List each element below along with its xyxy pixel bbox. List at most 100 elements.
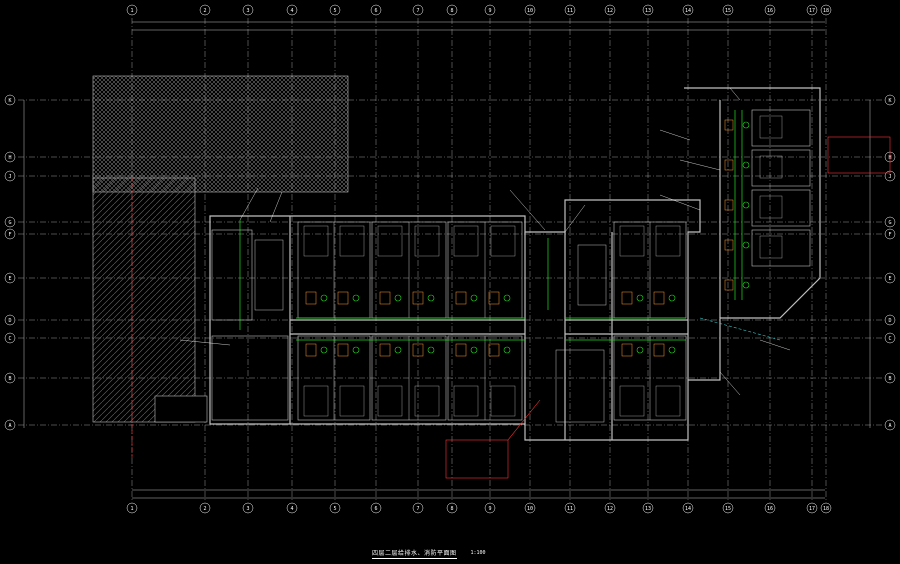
grid-label: 18 xyxy=(823,8,829,14)
grid-bubble xyxy=(446,4,458,16)
grid-bubble xyxy=(329,502,341,514)
room-outline xyxy=(751,229,811,267)
grid-bubble xyxy=(329,4,341,16)
grid-label: 1 xyxy=(130,506,133,512)
fixture-valve xyxy=(470,294,478,302)
grid-label: A xyxy=(8,423,11,429)
grid-label: 8 xyxy=(450,8,453,14)
bed-outline xyxy=(414,385,440,417)
grid-bubble xyxy=(884,94,896,106)
grid-label: 17 xyxy=(809,506,815,512)
grid-bubble xyxy=(642,502,654,514)
fixture-outline xyxy=(724,279,734,291)
grid-bubble xyxy=(446,502,458,514)
fixture-valve xyxy=(668,294,676,302)
fixture-valve xyxy=(320,346,328,354)
bed-outline xyxy=(414,225,440,257)
bed-outline xyxy=(453,385,479,417)
grid-label: 1 xyxy=(130,8,133,14)
grid-bubble xyxy=(806,502,818,514)
grid-label: 17 xyxy=(809,8,815,14)
annotation-leaders xyxy=(179,87,791,396)
fixture-valve xyxy=(742,281,750,289)
red-annotation-boxes xyxy=(445,136,891,479)
bed-outline xyxy=(303,385,329,417)
grid-bubble xyxy=(199,502,211,514)
fixture-outline xyxy=(379,343,391,357)
grid-label: 5 xyxy=(333,506,336,512)
bed-outline xyxy=(759,115,783,139)
room-outline xyxy=(751,149,811,187)
grid-bubble xyxy=(242,4,254,16)
grid-label: 18 xyxy=(823,506,829,512)
bed-outline xyxy=(655,385,681,417)
fixture-outline xyxy=(724,119,734,131)
grid-bubble xyxy=(722,502,734,514)
grid-label: K xyxy=(888,98,891,104)
grid-label: 2 xyxy=(203,8,206,14)
grid-bubble xyxy=(286,502,298,514)
fixture-valve xyxy=(636,294,644,302)
fixture-outline xyxy=(412,291,424,305)
fixture-outline xyxy=(724,159,734,171)
grid-bubble xyxy=(4,272,16,284)
room-outline xyxy=(211,335,289,421)
fixture-outline xyxy=(488,291,500,305)
grid-label: 15 xyxy=(725,506,731,512)
grid-label: H xyxy=(8,155,11,161)
grid-bubble xyxy=(604,502,616,514)
fixture-outline xyxy=(305,291,317,305)
grid-label: 9 xyxy=(488,8,491,14)
grid-bubble xyxy=(126,502,138,514)
fixture-valve xyxy=(352,346,360,354)
grid-label: 5 xyxy=(333,8,336,14)
grid-bubble xyxy=(764,502,776,514)
fixture-outline xyxy=(455,291,467,305)
bed-outline xyxy=(490,385,516,417)
grid-bubble xyxy=(524,502,536,514)
grid-bubble xyxy=(806,4,818,16)
grid-label: 6 xyxy=(374,506,377,512)
fixture-outline xyxy=(337,343,349,357)
roof-hatch-area xyxy=(92,75,349,460)
grid-label: 16 xyxy=(767,8,773,14)
grid-bubble xyxy=(884,314,896,326)
bed-outline xyxy=(655,225,681,257)
grid-bubble xyxy=(564,502,576,514)
fixture-valve xyxy=(320,294,328,302)
grid-bubble xyxy=(820,4,832,16)
grid-bubble xyxy=(884,419,896,431)
grid-bubble xyxy=(4,314,16,326)
grid-label: 13 xyxy=(645,506,651,512)
grid-label: B xyxy=(8,376,11,382)
grid-label: F xyxy=(888,232,891,238)
fixture-valve xyxy=(742,241,750,249)
grid-bubble xyxy=(484,502,496,514)
drawing-scale: 1:100 xyxy=(470,550,486,556)
fixture-outline xyxy=(455,343,467,357)
fixture-valve xyxy=(394,346,402,354)
bed-outline xyxy=(490,225,516,257)
grid-label: E xyxy=(8,276,11,282)
grid-label: K xyxy=(8,98,11,104)
fixture-valve xyxy=(503,346,511,354)
grid-label: E xyxy=(888,276,891,282)
fixture-valve xyxy=(668,346,676,354)
bed-outline xyxy=(339,225,365,257)
fixture-outline xyxy=(621,343,633,357)
grid-label: J xyxy=(888,174,891,180)
grid-bubble xyxy=(370,4,382,16)
fixture-valve xyxy=(352,294,360,302)
grid-bubble xyxy=(412,502,424,514)
fixture-valve xyxy=(427,294,435,302)
fixture-outline xyxy=(653,343,665,357)
sanitary-fixture-icon xyxy=(305,119,750,357)
fixture-outline xyxy=(724,199,734,211)
grid-bubble xyxy=(199,4,211,16)
fixture-outline xyxy=(379,291,391,305)
fixture-outline xyxy=(724,239,734,251)
grid-label: A xyxy=(888,423,891,429)
grid-bubble xyxy=(820,502,832,514)
grid-label: 10 xyxy=(527,8,533,14)
